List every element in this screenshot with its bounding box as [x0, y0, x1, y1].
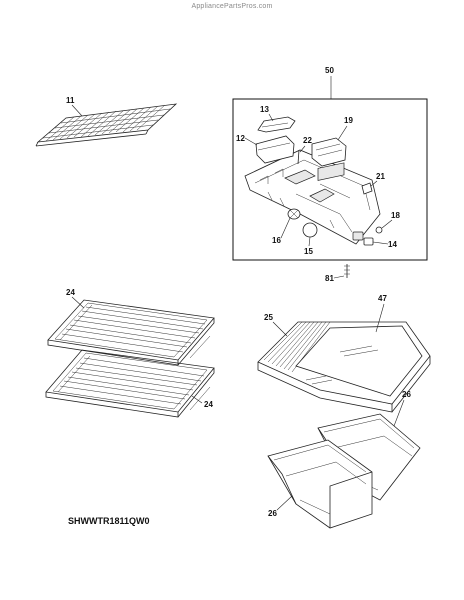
- watermark: AppliancePartsPros.com: [191, 3, 273, 10]
- crisper-drawer-26-left[interactable]: [267, 439, 373, 529]
- callout-21: 21: [376, 172, 385, 181]
- callout-24-lower: 24: [204, 400, 213, 409]
- glass-shelf-24-lower[interactable]: [45, 349, 215, 418]
- callout-14: 14: [388, 240, 397, 249]
- callout-25: 25: [264, 313, 273, 322]
- callout-16: 16: [272, 236, 281, 245]
- control-housing-50[interactable]: [244, 116, 383, 246]
- callout-50: 50: [325, 66, 334, 75]
- callout-26-lower: 26: [268, 509, 277, 518]
- callout-18: 18: [391, 211, 400, 220]
- callout-11: 11: [66, 96, 75, 105]
- crisper-cover-25[interactable]: [257, 321, 431, 413]
- crisper-glass-47[interactable]: [295, 325, 423, 397]
- glass-shelf-24-upper[interactable]: [47, 299, 215, 366]
- callout-15: 15: [304, 247, 313, 256]
- callout-22: 22: [303, 136, 312, 145]
- callout-12: 12: [236, 134, 245, 143]
- callout-24-upper: 24: [66, 288, 75, 297]
- callout-19: 19: [344, 116, 353, 125]
- callout-26-upper: 26: [402, 390, 411, 399]
- callout-47: 47: [378, 294, 387, 303]
- callout-81: 81: [325, 274, 334, 283]
- callout-13: 13: [260, 105, 269, 114]
- assembly-box: [232, 98, 428, 261]
- model-number: SHWWTR1811QW0: [68, 516, 150, 526]
- wire-shelf-11[interactable]: [35, 103, 178, 147]
